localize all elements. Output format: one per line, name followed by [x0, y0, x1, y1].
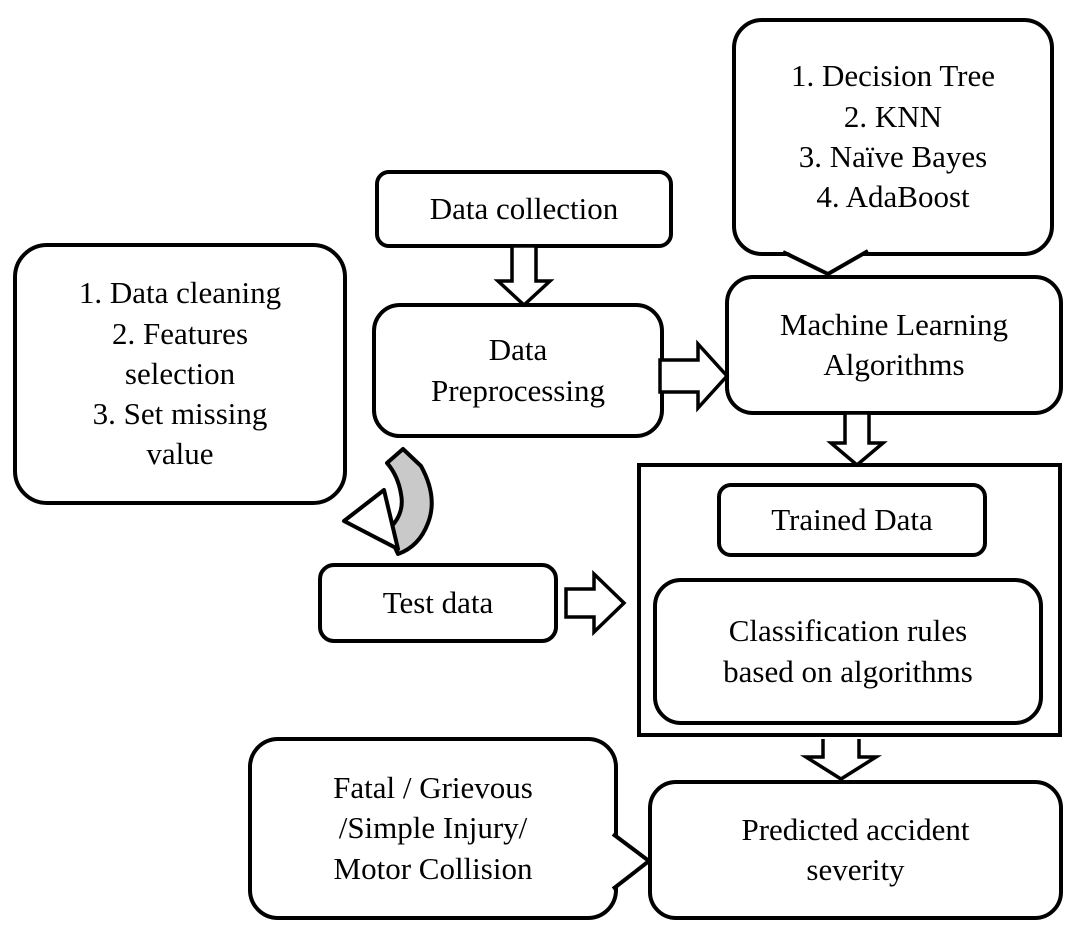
node-label: Classification rules based on algorithms [723, 613, 973, 689]
node-preprocessing-steps: 1. Data cleaning 2. Features selection 3… [13, 243, 347, 505]
arrow-training-to-predicted-icon [799, 739, 883, 782]
arrow-preprocessing-to-ml-icon [658, 339, 730, 413]
node-label: Data Preprocessing [431, 332, 605, 408]
node-label: Data collection [429, 190, 619, 226]
arrow-collection-to-preprocessing-icon [493, 244, 555, 308]
node-trained-data: Trained Data [717, 483, 987, 557]
node-label: Test data [382, 584, 494, 620]
node-data-collection: Data collection [375, 170, 673, 248]
node-label: Fatal / Grievous /Simple Injury/ Motor C… [333, 770, 533, 886]
node-data-preprocessing: Data Preprocessing [372, 303, 664, 438]
arrow-test-to-training-icon [564, 569, 627, 637]
node-label: Trained Data [771, 501, 933, 537]
node-ml-algorithms: Machine Learning Algorithms [725, 275, 1063, 415]
node-label: 1. Decision Tree 2. KNN 3. Naïve Bayes 4… [790, 58, 996, 215]
arrow-ml-to-training-icon [826, 411, 888, 468]
node-severity-classes: Fatal / Grievous /Simple Injury/ Motor C… [248, 737, 618, 920]
node-label: Machine Learning Algorithms [779, 306, 1009, 382]
node-predicted-severity: Predicted accident severity [648, 780, 1063, 920]
node-label: Predicted accident severity [741, 811, 970, 887]
node-algorithms-list: 1. Decision Tree 2. KNN 3. Naïve Bayes 4… [732, 18, 1054, 256]
node-classification-rules: Classification rules based on algorithms [653, 578, 1043, 725]
node-label: 1. Data cleaning 2. Features selection 3… [78, 275, 282, 472]
feedback-curved-arrow-icon [342, 447, 434, 556]
node-test-data: Test data [318, 563, 558, 643]
